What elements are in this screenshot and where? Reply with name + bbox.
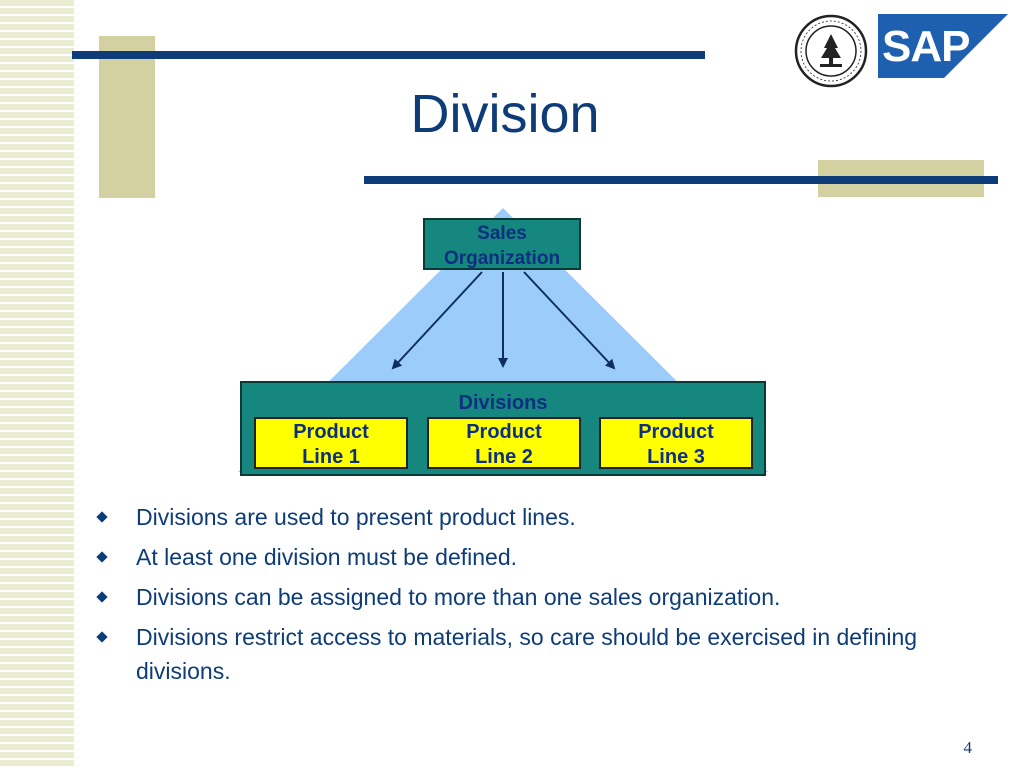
sap-logo: SAP	[878, 14, 1008, 78]
sales-organization-box: Sales Organization	[423, 218, 581, 270]
divisions-container: Divisions Product Line 1 Product Line 2 …	[240, 381, 766, 476]
arrow-to-line-3	[523, 271, 616, 370]
product-line-1-box: Product Line 1	[254, 417, 408, 469]
page-number: 4	[963, 738, 973, 757]
product-line-3-title: Product	[638, 421, 714, 443]
arrow-to-line-1	[391, 271, 483, 370]
diamond-bullet-icon	[96, 551, 108, 563]
header-rule-top	[72, 51, 705, 59]
bullet-text: At least one division must be defined.	[136, 544, 518, 570]
diamond-bullet-icon	[96, 631, 108, 643]
slide-title: Division	[410, 84, 600, 144]
bullet-text: Divisions can be assigned to more than o…	[136, 584, 781, 610]
bullet-item: At least one division must be defined.	[96, 540, 956, 574]
tan-accent-block-left	[99, 36, 155, 198]
bullet-list: Divisions are used to present product li…	[96, 500, 956, 694]
product-line-1-title: Product	[293, 421, 369, 443]
product-line-3-number: Line 3	[647, 446, 705, 468]
university-seal-logo	[794, 14, 868, 88]
bullet-text: Divisions restrict access to materials, …	[136, 624, 918, 684]
header-rule-bottom	[364, 176, 998, 184]
bullet-item: Divisions are used to present product li…	[96, 500, 956, 534]
sap-logo-text: SAP	[882, 22, 970, 71]
divisions-label: Divisions	[458, 392, 548, 414]
product-line-2-number: Line 2	[475, 446, 533, 468]
product-line-1-number: Line 1	[302, 446, 360, 468]
bullet-item: Divisions can be assigned to more than o…	[96, 580, 956, 614]
bullet-item: Divisions restrict access to materials, …	[96, 620, 956, 688]
product-line-2-title: Product	[466, 421, 542, 443]
product-line-3-box: Product Line 3	[599, 417, 753, 469]
left-stripe-decoration	[0, 0, 74, 768]
product-line-2-box: Product Line 2	[427, 417, 581, 469]
diamond-bullet-icon	[96, 511, 108, 523]
diamond-bullet-icon	[96, 591, 108, 603]
bullet-text: Divisions are used to present product li…	[136, 504, 576, 530]
